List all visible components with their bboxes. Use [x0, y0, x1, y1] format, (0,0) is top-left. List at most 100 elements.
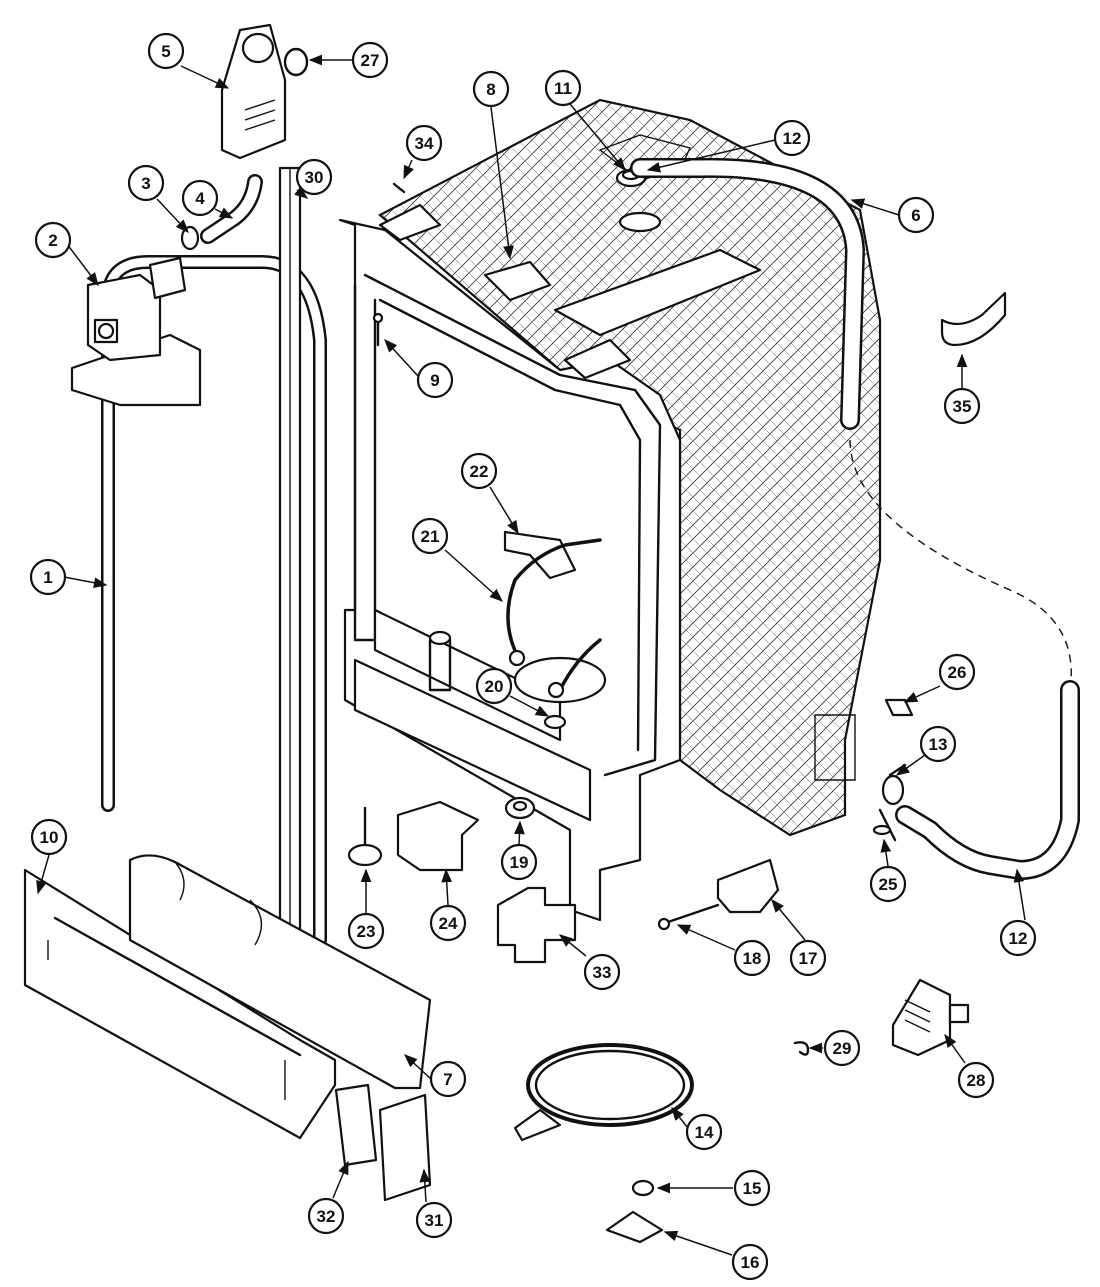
callout-20: 20 [475, 667, 513, 705]
callout-7: 7 [429, 1060, 467, 1098]
leader-12b [1013, 868, 1026, 921]
leader-17 [771, 898, 806, 941]
callout-12a: 12 [773, 119, 811, 157]
leader-25 [880, 838, 892, 867]
callout-1: 1 [29, 558, 67, 596]
callout-label: 8 [486, 80, 495, 99]
wire-icon [506, 538, 602, 699]
leader-1 [63, 576, 108, 589]
fastener-icon [872, 808, 897, 842]
callout-17: 17 [789, 939, 827, 977]
callout-30: 30 [295, 158, 333, 196]
callout-25: 25 [869, 865, 907, 903]
callout-label: 10 [40, 828, 59, 847]
callout-label: 23 [357, 922, 376, 941]
callout-21: 21 [411, 517, 449, 555]
panel-icon [378, 1093, 432, 1202]
leader-31 [419, 1168, 431, 1203]
callout-label: 34 [415, 134, 434, 153]
transformer-icon [891, 978, 970, 1057]
leader-lines [36, 54, 1026, 1256]
leader-5 [180, 65, 230, 89]
callout-label: 24 [439, 914, 458, 933]
callout-label: 32 [317, 1207, 336, 1226]
leader-30 [294, 186, 309, 199]
seal-icon [543, 714, 567, 730]
nut-icon [631, 1179, 655, 1197]
callout-10: 10 [30, 818, 68, 856]
callout-label: 1 [43, 568, 52, 587]
callout-label: 14 [695, 1123, 714, 1142]
callout-label: 35 [953, 397, 972, 416]
callout-label: 12 [1009, 929, 1028, 948]
callout-22: 22 [460, 452, 498, 490]
leader-9 [384, 339, 419, 377]
callouts: 1 2 3 4 5 6 7 8 9 10 11 12 12 13 14 15 1… [29, 32, 1037, 1281]
callout-label: 30 [305, 168, 324, 187]
callout-label: 13 [929, 735, 948, 754]
hose-clip-icon [940, 291, 1007, 347]
side-trim-icon [278, 166, 302, 947]
leveling-leg-icon [347, 806, 383, 867]
callout-label: 15 [743, 1179, 762, 1198]
callout-label: 21 [421, 527, 440, 546]
leader-20 [509, 695, 550, 717]
fill-hose-icon [200, 174, 263, 244]
callout-label: 3 [141, 174, 150, 193]
leader-33 [558, 934, 587, 957]
leader-28 [944, 1033, 966, 1064]
callout-label: 18 [743, 949, 762, 968]
callout-15: 15 [733, 1169, 771, 1207]
callout-19: 19 [500, 843, 538, 881]
water-valve-icon [70, 256, 202, 407]
pin-icon [392, 182, 406, 194]
callout-label: 28 [967, 1071, 986, 1090]
o-ring-icon [283, 47, 309, 77]
callout-27: 27 [351, 41, 389, 79]
shield-icon [396, 800, 480, 872]
leader-11 [569, 103, 626, 172]
pad-icon [334, 1083, 378, 1167]
callout-label: 5 [161, 42, 170, 61]
hose-clamp-icon [180, 225, 200, 251]
callout-18: 18 [733, 939, 771, 977]
leader-32 [332, 1160, 349, 1199]
bracket-icon [378, 203, 632, 380]
callout-31: 31 [415, 1201, 453, 1239]
callout-14: 14 [685, 1113, 723, 1151]
leveling-bracket-icon [716, 858, 780, 914]
drain-hose-icon [630, 157, 1072, 691]
leader-22 [489, 486, 519, 535]
callout-label: 2 [48, 231, 57, 250]
leader-26 [903, 685, 941, 703]
callout-32: 32 [307, 1197, 345, 1235]
callout-11: 11 [544, 69, 582, 107]
leader-6 [850, 198, 900, 216]
callout-2: 2 [34, 221, 72, 259]
callout-6: 6 [897, 196, 935, 234]
callout-label: 17 [799, 949, 818, 968]
toe-panel-icon [23, 868, 337, 1140]
callout-24: 24 [429, 904, 467, 942]
heating-element-icon [513, 1043, 694, 1142]
leader-34 [403, 159, 414, 180]
leader-18 [676, 924, 736, 951]
callout-4: 4 [181, 179, 219, 217]
callout-3: 3 [127, 164, 165, 202]
callout-label: 11 [554, 79, 572, 98]
callout-35: 35 [943, 387, 981, 425]
leader-19 [514, 820, 525, 846]
callout-label: 12 [783, 129, 802, 148]
callout-label: 25 [879, 875, 898, 894]
callout-5: 5 [147, 32, 185, 70]
callout-label: 7 [443, 1070, 452, 1089]
drain-hose-icon [895, 680, 1080, 880]
callout-label: 31 [425, 1211, 444, 1230]
leader-16 [663, 1230, 733, 1256]
callout-label: 16 [741, 1253, 760, 1272]
callout-16: 16 [731, 1243, 769, 1281]
callout-26: 26 [938, 653, 976, 691]
grommet-icon [504, 796, 536, 820]
callout-9: 9 [416, 361, 454, 399]
